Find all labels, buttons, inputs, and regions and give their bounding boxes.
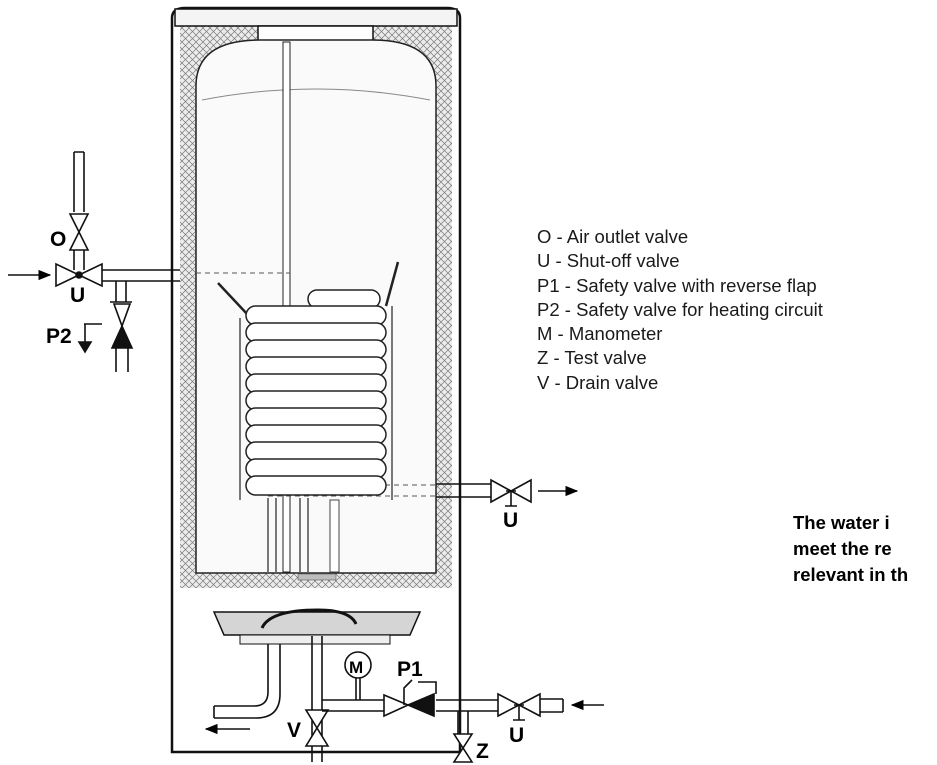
water-quality-note: The water i meet the re relevant in th [793,510,937,588]
test-valve-stem [457,711,469,734]
safety-valve-flap [405,692,435,718]
heating-coil [217,261,400,572]
legend-item: P2 - Safety valve for heating circuit [537,298,823,320]
label-u-supply: U [509,724,524,747]
p2-drain-arrow [84,323,102,342]
label-p1: P1 [397,658,423,681]
inlet-assembly [8,151,180,372]
inlet-pipe [73,250,85,270]
drain-valve [304,709,330,747]
supply-pipe [540,698,564,713]
shutoff-valve-stem [513,704,525,721]
bottom-assembly [204,636,604,763]
legend-item: Z - Test valve [537,347,647,369]
label-o: O [50,228,66,251]
inner-vessel-dome [201,88,431,101]
inlet-pipe [102,269,180,282]
tank-top-cover [174,8,458,27]
label-u-inlet: U [70,284,85,307]
legend-item: M - Manometer [537,323,663,345]
label-z: Z [476,740,489,763]
branch-pipe [110,281,132,303]
thermostat-tube [329,499,340,573]
bottom-flange-curve [260,608,358,629]
bottom-flange-cover [212,611,422,636]
test-valve [452,733,474,763]
hot-water-return-pipe [213,644,281,719]
label-v: V [287,719,301,742]
air-outlet-pipe [73,151,85,212]
safety-valve [383,693,410,718]
label-m: M [349,658,363,677]
manometer-stem [355,677,361,700]
supply-pipe [436,699,498,712]
manometer-gauge [344,651,372,679]
air-outlet-valve [68,213,90,251]
outlet-assembly [436,478,579,507]
drain-pipe-end [311,746,323,762]
safety-valve-stem [403,679,437,705]
legend-item: O - Air outlet valve [537,226,689,247]
supply-pipe [322,699,384,712]
heating-safety-valve-flap [110,324,134,349]
note-line: The water i [793,512,890,533]
tank [170,6,462,754]
outlet-valve-stem [505,490,517,507]
note-line: meet the re [793,538,892,559]
bottom-flange-base [239,634,391,645]
brand-plate [297,573,337,581]
tank-outer-shell [170,6,462,754]
legend-item: V - Drain valve [537,371,659,393]
label-u-outlet: U [503,509,518,532]
drain-pipe [115,348,129,372]
legend-item: P1 - Safety valve with reverse flap [537,274,817,296]
legend: O - Air outlet valve U - Shut-off valve … [537,225,823,395]
heating-safety-valve [112,303,132,329]
legend-item: U - Shut-off valve [537,250,680,272]
note-line: relevant in th [793,564,909,585]
label-p2: P2 [46,325,72,348]
outlet-pipe [436,483,491,498]
